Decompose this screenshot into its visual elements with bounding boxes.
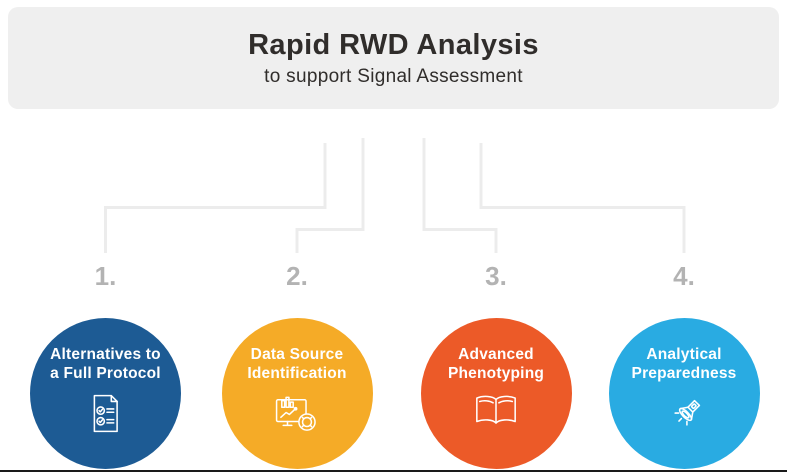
- data-chart-monitor-icon: [275, 396, 316, 431]
- step-circle-phenotyping: Advanced Phenotyping: [420, 318, 572, 469]
- step-label-line1: Analytical: [646, 346, 722, 363]
- connector-line-1: [104, 143, 327, 253]
- step-number-2: 2.: [286, 261, 308, 291]
- step-label-line2: Phenotyping: [447, 365, 545, 382]
- step-label-line2: Identification: [247, 365, 347, 382]
- page-title: Rapid RWD Analysis: [248, 28, 539, 61]
- step-label: Analytical Preparedness: [632, 345, 737, 383]
- page-subtitle: to support Signal Assessment: [264, 65, 523, 87]
- step-label: Advanced Phenotyping: [448, 345, 544, 383]
- step-label-line1: Advanced: [458, 346, 534, 363]
- step-circle-data-source: Data Source Identification: [221, 318, 373, 469]
- step-label: Alternatives to a Full Protocol: [50, 345, 161, 383]
- step-number-3: 3.: [485, 261, 507, 291]
- open-book-icon: [476, 395, 516, 424]
- step-label-line1: Alternatives to: [50, 346, 161, 363]
- connector-line-4: [479, 143, 686, 253]
- flashlight-icon: [673, 399, 700, 426]
- bottom-rule: [0, 470, 787, 472]
- step-label-line2: Preparedness: [631, 365, 737, 382]
- checklist-document-icon: [93, 394, 118, 433]
- header-banner: Rapid RWD Analysis to support Signal Ass…: [8, 7, 779, 109]
- connector-line-3: [422, 138, 498, 253]
- step-circle-alternatives: Alternatives to a Full Protocol: [30, 318, 181, 469]
- step-number-1: 1.: [94, 261, 117, 291]
- step-label-line2: a Full Protocol: [50, 365, 161, 382]
- connector-line-2: [295, 138, 365, 253]
- step-circle-preparedness: Analytical Preparedness: [608, 318, 760, 469]
- step-number-4: 4.: [673, 261, 695, 291]
- step-label: Data Source Identification: [247, 345, 346, 383]
- step-label-line1: Data Source: [250, 346, 344, 363]
